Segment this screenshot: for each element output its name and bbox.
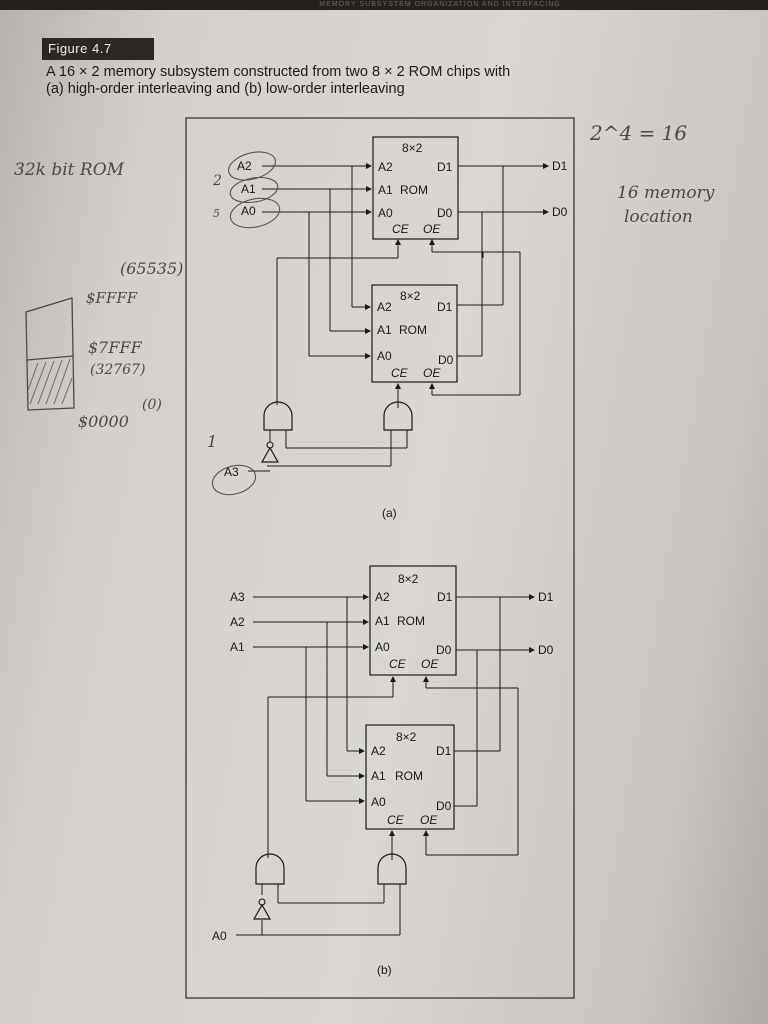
note-small-5: 5: [213, 207, 220, 220]
pin-oe-label: OE: [423, 222, 441, 236]
note-small-2: 2: [212, 173, 222, 189]
rom-chip-a2: 8×2 A2 A1 ROM A0 D1 D0 CE OE: [371, 284, 458, 383]
note-memory-1: 16 memory: [617, 183, 715, 203]
handwritten-notes: 32k bit ROM 2^4 = 16 16 memory location …: [14, 121, 715, 496]
inverter-b: [252, 903, 272, 920]
and-gate-a2: [383, 401, 413, 431]
pin-a1-label: A1: [377, 323, 392, 337]
pin-oe-label: OE: [421, 657, 439, 671]
note-decimal-max: (65535): [120, 259, 183, 278]
pin-d0-label: D0: [436, 799, 452, 813]
pin-a2-label: A2: [378, 160, 393, 174]
pin-a2-label: A2: [377, 300, 392, 314]
pin-d1-label: D1: [437, 300, 453, 314]
pin-a2-label: A2: [375, 590, 390, 604]
running-head: MEMORY SUBSYSTEM ORGANIZATION AND INTERF…: [319, 1, 561, 8]
select-a3-label: A3: [224, 465, 239, 479]
part-b-label: (b): [377, 963, 392, 977]
pin-a1-label: A1: [375, 614, 390, 628]
pin-a0-label: A0: [378, 206, 393, 220]
note-power: 2^4 = 16: [589, 121, 687, 145]
figure-label: Figure 4.7: [42, 38, 154, 60]
part-b: 8×2 A2 A1 ROM A0 D1 D0 CE OE 8×2 A2 A1 R…: [212, 565, 554, 977]
pin-d0-label: D0: [437, 206, 453, 220]
page-top-edge: [0, 0, 768, 10]
figure-number: 4.7: [91, 41, 112, 56]
figure-caption: A 16 × 2 memory subsystem constructed fr…: [46, 64, 606, 98]
select-a0-label: A0: [212, 929, 227, 943]
input-a0-label: A0: [241, 204, 256, 218]
and-gate-b1: [255, 853, 285, 885]
note-hex-mid: $7FFF: [88, 338, 143, 357]
note-decimal-mid: (32767): [90, 362, 145, 378]
rom-label: ROM: [399, 323, 427, 337]
and-gate-a1: [263, 401, 293, 431]
pin-d1-label: D1: [436, 744, 452, 758]
input-a2-label: A2: [230, 615, 245, 629]
pin-d0-label: D0: [436, 643, 452, 657]
output-d1-label: D1: [538, 590, 554, 604]
input-a1-label: A1: [241, 182, 256, 196]
input-a1-label: A1: [230, 640, 245, 654]
pin-d1-label: D1: [437, 160, 453, 174]
inverter-bubble-a: [266, 441, 274, 449]
pin-a1-label: A1: [378, 183, 393, 197]
inverter-bubble-b: [258, 898, 266, 906]
output-d0-label: D0: [538, 643, 554, 657]
input-a3-label: A3: [230, 590, 245, 604]
note-hex-max: $FFFF: [86, 289, 138, 307]
pin-ce-label: CE: [391, 366, 409, 380]
output-d1-label: D1: [552, 159, 568, 173]
inverter-a: [260, 446, 280, 463]
caption-line-1: A 16 × 2 memory subsystem constructed fr…: [46, 64, 511, 80]
figure-frame: [185, 117, 575, 999]
pin-d1-label: D1: [437, 590, 453, 604]
chip-size-label: 8×2: [400, 289, 421, 303]
pin-ce-label: CE: [387, 813, 405, 827]
note-hex-min: $0000: [78, 412, 129, 431]
pin-d0-label: D0: [438, 353, 454, 367]
caption-line-2: (a) high-order interleaving and (b) low-…: [46, 81, 405, 97]
note-memory-2: location: [624, 207, 693, 227]
output-d0-label: D0: [552, 205, 568, 219]
pin-ce-label: CE: [389, 657, 407, 671]
figure-label-text: Figure: [48, 41, 88, 56]
rom-chip-b1: 8×2 A2 A1 ROM A0 D1 D0 CE OE: [369, 565, 457, 676]
rom-label: ROM: [397, 614, 425, 628]
pin-a1-label: A1: [371, 769, 386, 783]
pin-oe-label: OE: [423, 366, 441, 380]
memory-map-hatch: [27, 358, 73, 405]
rom-label: ROM: [400, 183, 428, 197]
note-small-1: 1: [207, 432, 217, 451]
rom-chip-b2: 8×2 A2 A1 ROM A0 D1 D0 CE OE: [365, 724, 455, 830]
note-decimal-min: (0): [142, 397, 162, 413]
rom-chip-a1: 8×2 A2 A1 ROM A0 D1 D0 CE OE: [372, 136, 459, 240]
rom-label: ROM: [395, 769, 423, 783]
chip-size-label: 8×2: [396, 730, 417, 744]
and-gate-b2: [377, 853, 407, 885]
note-rom: 32k bit ROM: [14, 160, 125, 180]
pin-ce-label: CE: [392, 222, 410, 236]
part-a-label: (a): [382, 506, 397, 520]
chip-size-label: 8×2: [398, 572, 419, 586]
pin-a2-label: A2: [371, 744, 386, 758]
memory-map-sketch: [25, 297, 75, 411]
chip-size-label: 8×2: [402, 141, 423, 155]
pin-a0-label: A0: [371, 795, 386, 809]
wires-b: [236, 594, 535, 936]
pin-oe-label: OE: [420, 813, 438, 827]
pin-a0-label: A0: [375, 640, 390, 654]
wires-a: [248, 163, 549, 472]
part-a: 8×2 A2 A1 ROM A0 D1 D0 CE OE 8×2 A2 A1 R…: [224, 136, 568, 520]
pin-a0-label: A0: [377, 349, 392, 363]
input-a2-label: A2: [237, 159, 252, 173]
